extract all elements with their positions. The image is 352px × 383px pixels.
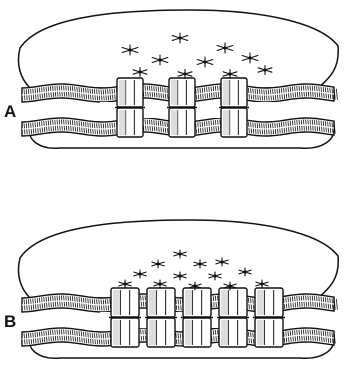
panel-a-connexon-channel-shading bbox=[119, 110, 126, 135]
panel-b-connexon-channel-shading bbox=[113, 290, 120, 315]
panel-a-connexon-channel-shading bbox=[119, 80, 126, 105]
panel-b-connexon-channel-shading bbox=[221, 320, 228, 345]
panel-a-diagram bbox=[18, 10, 338, 148]
panel-a-membrane-particle-center bbox=[178, 36, 181, 39]
panel-a-membrane-particle-center bbox=[128, 48, 131, 51]
panel-a-membrane-particle-center bbox=[248, 56, 251, 59]
panel-a-membrane-particle-center bbox=[183, 72, 186, 75]
panel-b-connexon-channel bbox=[109, 288, 141, 347]
panel-b-connexon-channel bbox=[181, 288, 213, 347]
panel-b-connexon-channel bbox=[253, 288, 285, 347]
panel-b-membrane-particle-center bbox=[158, 282, 161, 285]
panel-b-membrane-particle-center bbox=[193, 284, 196, 287]
panel-b-membrane-particle-center bbox=[228, 284, 231, 287]
panel-b-connexon-channel bbox=[217, 288, 249, 347]
panel-a-connexon-channel bbox=[167, 78, 197, 137]
panel-a-connexon-channel-shading bbox=[223, 110, 230, 135]
panel-a-connexon-channel bbox=[115, 78, 145, 137]
panel-b-membrane-particle-center bbox=[220, 260, 223, 263]
panel-a-connexon-channel-shading bbox=[171, 110, 178, 135]
panel-b-membrane-particle-center bbox=[260, 282, 263, 285]
panel-b-connexon-channel bbox=[145, 288, 177, 347]
panel-b-connexon-channel-shading bbox=[113, 320, 120, 345]
panel-b-membrane-particle-center bbox=[198, 262, 201, 265]
panel-a-membrane-particle-center bbox=[158, 58, 161, 61]
panel-a-membrane-particle-center bbox=[138, 70, 141, 73]
panel-b-connexon-channel-shading bbox=[185, 290, 192, 315]
panel-b-membrane-particle-center bbox=[156, 262, 159, 265]
panel-b-upper-sheet bbox=[18, 220, 338, 298]
panel-a-connexon-channel bbox=[219, 78, 249, 137]
panel-b-membrane-particle-center bbox=[138, 272, 141, 275]
panel-a-connexon-channel-shading bbox=[223, 80, 230, 105]
panel-b-connexon-channel-shading bbox=[221, 290, 228, 315]
panel-b-membrane-particle-center bbox=[178, 274, 181, 277]
panel-b-membrane-particle-center bbox=[213, 274, 216, 277]
panel-b-membrane-particle-center bbox=[243, 270, 246, 273]
panel-a-membrane-particle-center bbox=[203, 60, 206, 63]
panel-b-membrane-particle-center bbox=[178, 252, 181, 255]
panel-b-diagram bbox=[18, 220, 338, 358]
panel-b-connexon-channel-shading bbox=[185, 320, 192, 345]
panel-b-connexon-channel-shading bbox=[257, 320, 264, 345]
panel-a-connexon-channel-shading bbox=[171, 80, 178, 105]
panel-b-connexon-channel-shading bbox=[149, 290, 156, 315]
panel-b-label: B bbox=[4, 312, 16, 332]
panel-b-connexon-channel-shading bbox=[257, 290, 264, 315]
panel-a-membrane-particle-center bbox=[263, 68, 266, 71]
panel-a-membrane-particle-center bbox=[228, 72, 231, 75]
panel-b-membrane-particle-center bbox=[123, 282, 126, 285]
panel-a-label: A bbox=[4, 102, 16, 122]
panel-a-membrane-particle-center bbox=[223, 46, 226, 49]
panel-b-connexon-channel-shading bbox=[149, 320, 156, 345]
